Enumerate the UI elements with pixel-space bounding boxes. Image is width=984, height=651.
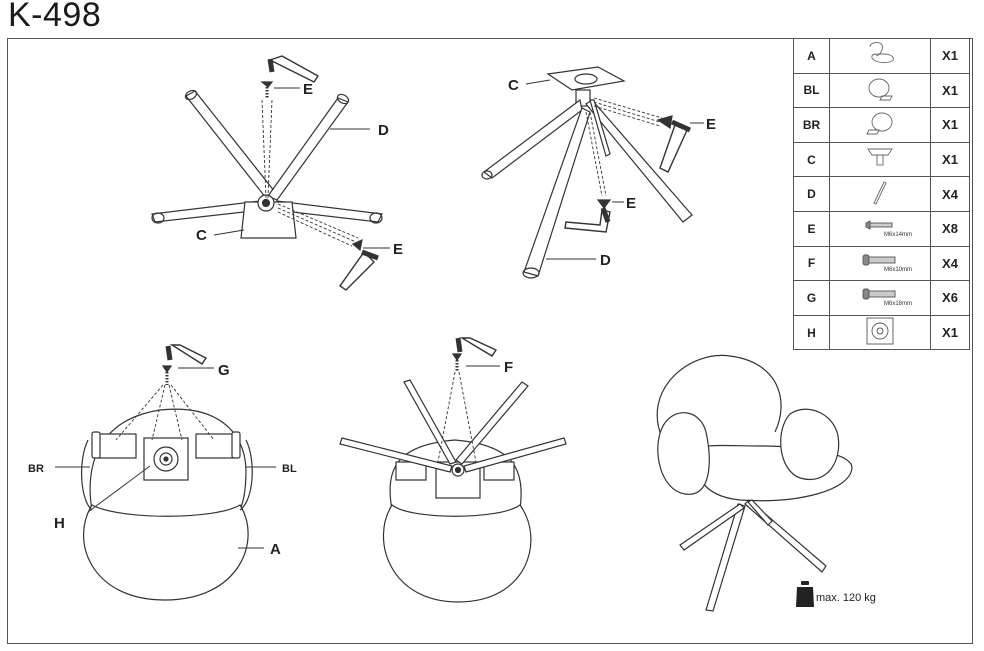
part-spec: M6x14mm	[884, 231, 913, 238]
callout-f-step4: F	[504, 359, 513, 376]
product-code-title: K-498	[8, 0, 102, 34]
part-code: D	[793, 176, 830, 212]
part-illustration	[829, 107, 931, 143]
part-quantity: X1	[930, 72, 970, 109]
left-armrest-icon	[862, 76, 898, 105]
part-quantity: X1	[930, 314, 970, 351]
part-illustration: M6x18mm	[829, 280, 931, 316]
parts-row: BL X1	[793, 72, 970, 109]
callout-c-step2: C	[508, 77, 519, 94]
part-illustration	[829, 314, 931, 351]
callout-br-step3: BR	[28, 463, 44, 475]
part-quantity: X4	[930, 245, 970, 282]
parts-row: G M6x18mm X6	[793, 280, 970, 316]
part-code: A	[793, 38, 830, 74]
part-quantity: X1	[930, 38, 970, 74]
part-illustration	[829, 176, 931, 212]
callout-e-step1-bottom: E	[393, 241, 403, 258]
part-quantity: X6	[930, 280, 970, 316]
part-code: F	[793, 245, 830, 282]
parts-row: BR X1	[793, 107, 970, 143]
callout-e-step2-right: E	[706, 116, 716, 133]
max-load-label: max. 120 kg	[816, 592, 876, 604]
part-quantity: X1	[930, 141, 970, 178]
bolt-icon	[860, 286, 900, 309]
part-code: G	[793, 280, 830, 316]
bolt-icon	[860, 252, 900, 275]
part-code: H	[793, 314, 830, 351]
callout-g-step3: G	[218, 362, 230, 379]
callout-bl-step3: BL	[282, 463, 297, 475]
parts-row: D X4	[793, 176, 970, 212]
part-spec: M6x10mm	[884, 266, 913, 273]
part-illustration	[829, 38, 931, 74]
step1-plate	[240, 201, 297, 239]
part-illustration	[829, 141, 931, 178]
part-quantity: X4	[930, 176, 970, 212]
seat-icon	[862, 41, 898, 70]
mounting-plate-icon	[862, 145, 898, 174]
parts-row: A X1	[793, 38, 970, 74]
step2-base-assembly	[481, 66, 704, 279]
part-code: E	[793, 210, 830, 247]
parts-row: E M6x14mm X8	[793, 210, 970, 247]
step4-final-assembly	[339, 337, 567, 603]
instruction-frame	[7, 38, 973, 644]
parts-row: H X1	[793, 314, 970, 351]
parts-row: F M6x10mm X4	[793, 245, 970, 282]
part-code: BR	[793, 107, 830, 143]
step3-seat-assembly	[55, 344, 276, 601]
part-code: C	[793, 141, 830, 178]
parts-row: C X1	[793, 141, 970, 178]
part-code: BL	[793, 72, 830, 109]
callout-d-step1: D	[378, 122, 389, 139]
callout-e-step1-top: E	[303, 81, 313, 98]
right-armrest-icon	[862, 110, 898, 139]
part-illustration: M6x10mm	[829, 245, 931, 282]
weight-icon	[796, 581, 814, 607]
callout-c-step1: C	[196, 227, 207, 244]
part-illustration	[829, 72, 931, 109]
callout-a-step3: A	[270, 541, 281, 558]
leg-icon	[862, 180, 898, 209]
part-spec: M6x18mm	[884, 301, 913, 308]
screw-icon	[862, 217, 898, 240]
callout-h-step3: H	[54, 515, 65, 532]
callout-d-step2: D	[600, 252, 611, 269]
part-illustration: M6x14mm	[829, 210, 931, 247]
part-quantity: X1	[930, 107, 970, 143]
part-quantity: X8	[930, 210, 970, 247]
callout-e-step2-mid: E	[626, 195, 636, 212]
step1-base-assembly	[151, 55, 390, 291]
finished-chair	[656, 354, 853, 612]
swivel-plate-icon	[864, 316, 896, 349]
